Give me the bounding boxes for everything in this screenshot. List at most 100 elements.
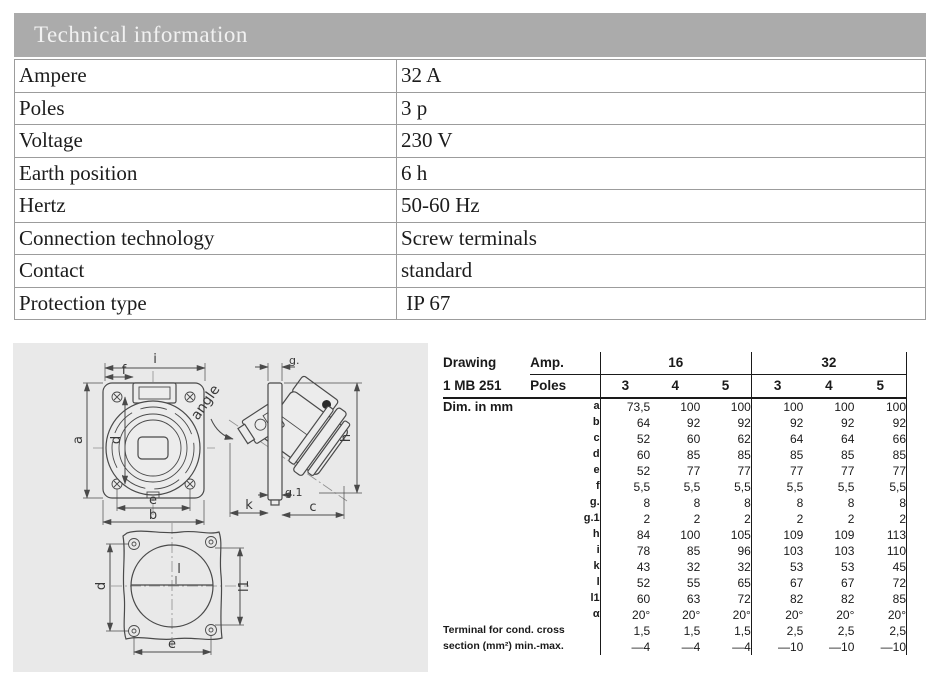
- dim-value: —4: [599, 639, 651, 655]
- dim-value: 65: [737, 575, 751, 590]
- bottom-screw-holes: [128, 536, 217, 637]
- dim-value: 8: [854, 495, 908, 511]
- tech-value: 50-60 Hz: [396, 189, 926, 223]
- dim-value: 72: [737, 591, 751, 606]
- dim-value: 32: [686, 559, 701, 574]
- dim-header-row-1: Drawing Amp. 16 32: [443, 352, 908, 375]
- dim-value: 85: [750, 447, 804, 463]
- side-view: angle g. h k c g.1: [188, 354, 362, 519]
- dim-row-caption: [443, 415, 530, 431]
- dim-value: 52: [599, 575, 651, 591]
- dim-value: 2: [693, 511, 701, 526]
- poles-col: 5: [854, 374, 908, 399]
- tech-label: Poles: [14, 91, 397, 125]
- technical-drawing: i f a d e b: [71, 352, 362, 656]
- dim-value: 8: [750, 495, 804, 511]
- tech-label: Connection technology: [14, 221, 397, 255]
- amp-group-16: 16: [599, 352, 752, 375]
- dim-label-b: b: [149, 508, 157, 523]
- poles-col: 5: [700, 374, 752, 399]
- dimension-table-section: Drawing Amp. 16 32 1 MB 251 Poles 3 4 5 …: [443, 352, 909, 655]
- dim-value: 8: [599, 495, 651, 511]
- dimension-table: Drawing Amp. 16 32 1 MB 251 Poles 3 4 5 …: [443, 352, 908, 655]
- tech-value: Screw terminals: [396, 221, 926, 255]
- dim-value: 85: [854, 591, 908, 607]
- dim-label-h: h: [339, 434, 354, 442]
- dim-value: 66: [854, 431, 908, 447]
- dim-value: 20°: [599, 607, 651, 623]
- dim-letter: l: [596, 576, 600, 589]
- tech-value: standard: [396, 254, 926, 288]
- dim-value: 84: [599, 527, 651, 543]
- terminal-label: Terminal for cond. cross: [443, 624, 565, 637]
- dim-value: 64: [841, 431, 855, 446]
- dim-label-g: g.: [289, 354, 299, 367]
- dim-header-row-2: 1 MB 251 Poles 3 4 5 3 4 5: [443, 374, 908, 399]
- dim-value: 2: [750, 511, 804, 527]
- amp-label: Amp.: [530, 352, 601, 375]
- dim-value: 32: [737, 559, 751, 574]
- dim-row-caption: [443, 527, 530, 543]
- dim-value: 100: [834, 399, 855, 414]
- dim-row-caption: [443, 543, 530, 559]
- dim-value: 5,5: [599, 479, 651, 495]
- dim-letter: a: [593, 400, 600, 413]
- terminal-row: section (mm²) min.-max.—4—4—4—10—10—10: [443, 639, 908, 655]
- poles-col: 3: [599, 374, 651, 399]
- dim-value: 1,5: [683, 623, 701, 638]
- poles-col: 4: [650, 374, 701, 399]
- dim-value: 5,5: [837, 479, 855, 494]
- dim-letter: e: [593, 464, 600, 477]
- dim-value: —4: [732, 639, 751, 654]
- tech-label: Earth position: [14, 156, 397, 190]
- dim-letter: c: [593, 432, 600, 445]
- dim-row-caption: [443, 511, 530, 527]
- dim-value: 100: [680, 527, 701, 542]
- poles-label: Poles: [530, 374, 601, 399]
- dim-letter: h: [592, 528, 600, 541]
- tech-value: 3 p: [396, 91, 926, 125]
- tech-label: Hertz: [14, 189, 397, 223]
- dim-value: 20°: [750, 607, 804, 623]
- dim-value: 77: [841, 463, 855, 478]
- dim-row-caption: [443, 559, 530, 575]
- tech-label: Contact: [14, 254, 397, 288]
- dim-value: 8: [693, 495, 701, 510]
- dim-letter: d: [592, 448, 600, 461]
- dim-letter: b: [592, 416, 600, 429]
- dim-value: 85: [686, 543, 701, 558]
- dim-value: 100: [730, 399, 751, 414]
- dim-value: 92: [686, 415, 701, 430]
- dim-value: 85: [841, 447, 855, 462]
- drawing-label: Drawing: [443, 355, 497, 371]
- dim-value: 82: [841, 591, 855, 606]
- terminal-label: section (mm²) min.-max.: [443, 640, 564, 653]
- dim-label-e2: e: [168, 637, 176, 652]
- dim-value: 60: [686, 431, 701, 446]
- amp-group-32: 32: [750, 352, 908, 375]
- dim-value: 100: [750, 398, 804, 415]
- dim-value: 73,5: [599, 398, 651, 415]
- dim-value: 5,5: [683, 479, 701, 494]
- dim-row-caption: [443, 495, 530, 511]
- dim-value: 45: [854, 559, 908, 575]
- dim-value: 67: [750, 575, 804, 591]
- dim-label-l1: l1: [237, 580, 252, 592]
- dim-value: 109: [834, 527, 855, 542]
- dim-value: 64: [599, 415, 651, 431]
- dim-value: 20°: [854, 607, 908, 623]
- dim-letter: k: [593, 560, 600, 573]
- dim-row-caption: [443, 431, 530, 447]
